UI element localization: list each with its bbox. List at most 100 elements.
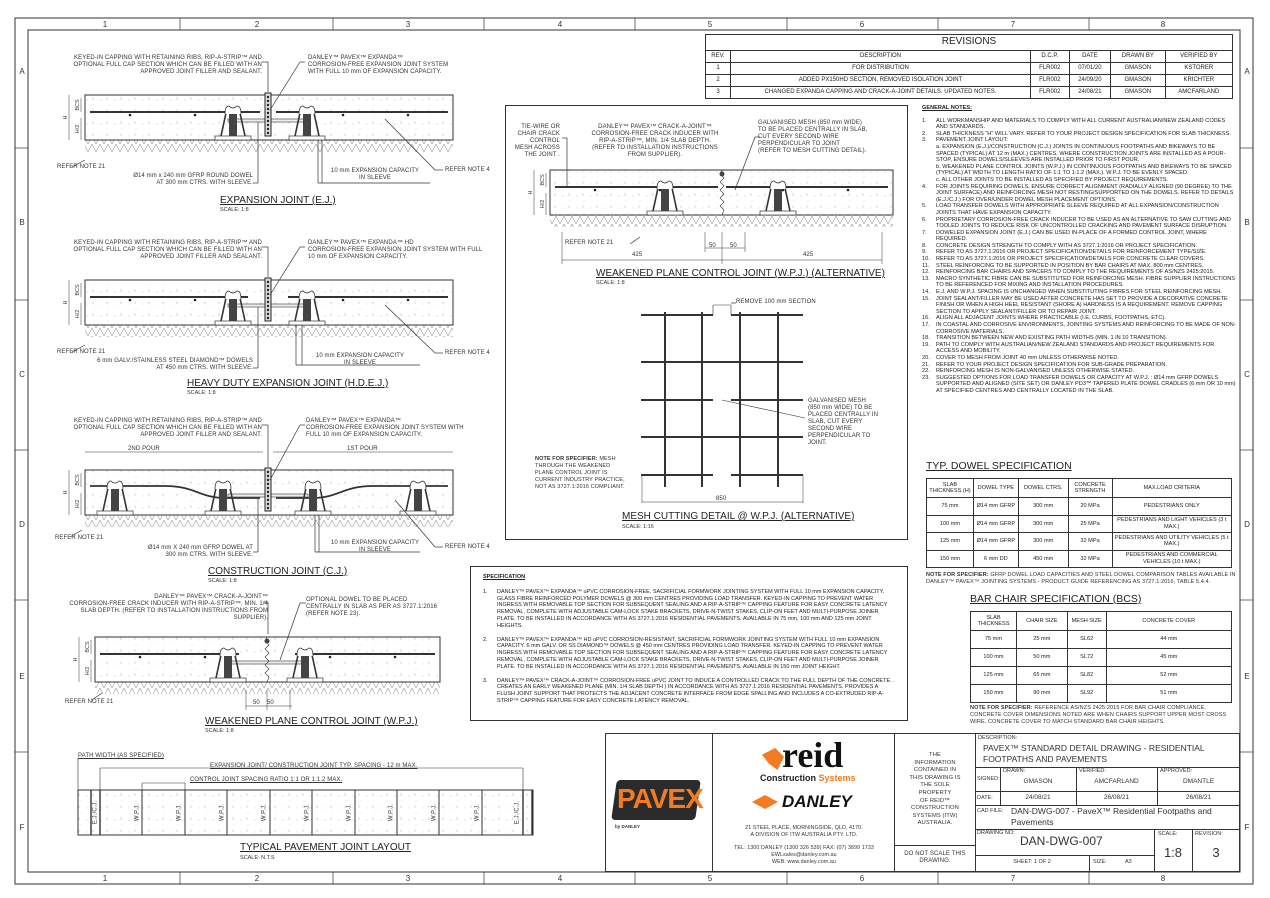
chair-saddle [769, 180, 787, 190]
table-cell: 100 mm [970, 648, 1017, 667]
chair-base-plate [214, 135, 252, 141]
table-header: DOWEL TYPE [972, 478, 1019, 498]
dimension-h2-label: H/2 [75, 310, 81, 319]
chair-saddle [296, 647, 314, 657]
wpj-alt-mesh-label: GALVANISED MESH (850 mm WIDE) TO BE PLAC… [758, 120, 868, 154]
revision-cell: FLR002 [1030, 74, 1070, 87]
expansion-joint-former [264, 92, 272, 137]
note-text: PATH TO COMPLY WITH AUSTRALIAN/NEW ZEALA… [936, 341, 1215, 355]
note-number: 20. [922, 354, 930, 361]
crack-inducer [719, 171, 725, 177]
dimension-bcs-label: BCS [540, 174, 546, 186]
date-label: DATE: [977, 795, 993, 801]
grid-col-label: 6 [859, 20, 865, 29]
bar-chair [286, 647, 324, 683]
specification-item: 1.DANLEY™ PAVEX™ EXPANDA™ uPVC CORROSION… [483, 589, 895, 630]
general-note-item: 15.JOINT SEALANT/FILLER MAY BE USED AFTE… [922, 296, 1237, 316]
spec-number: 2. [483, 636, 488, 643]
crack-inducer [264, 638, 270, 644]
dowel-spec-note: NOTE FOR SPECIFIER: GFRP DOWEL LOAD CAPA… [926, 572, 1236, 586]
grid-col-label: 7 [1010, 874, 1016, 883]
wpj-joint-label: W.P.J. [134, 803, 141, 822]
note-text: TRANSITION BETWEEN NEW AND EXISTING PATH… [936, 335, 1168, 342]
hdej-note4-label: REFER NOTE 4 [445, 350, 490, 356]
table-cell: 6 mm DD [972, 549, 1019, 568]
mesh-wire [406, 113, 410, 117]
layout-title: TYPICAL PAVEMENT JOINT LAYOUT [240, 842, 411, 853]
wpj-joint-label: W.P.J. [346, 803, 353, 822]
grid-row-label: D [19, 520, 25, 529]
dimension-h-label: H [528, 190, 534, 194]
note-text: COVER TO MESH FROM JOINT 40 mm UNLESS OT… [936, 354, 1119, 361]
hdej-dowel-label: 6 mm GALV./STAINLESS STEEL DIAMOND™ DOWE… [97, 358, 253, 371]
wpj-joint-label: W.P.J. [176, 803, 183, 822]
mesh-detail-title: MESH CUTTING DETAIL @ W.P.J. (ALTERNATIV… [622, 511, 855, 522]
layout-ej-spacing: EXPANSION JOINT/ CONSTRUCTION JOINT TYP.… [210, 763, 418, 769]
revisions-header: VERIFIED BY [1164, 50, 1234, 63]
grid-row-label: C [19, 370, 25, 379]
bar-chair [214, 105, 252, 141]
chair-saddle [298, 290, 316, 300]
mesh-specifier-note: NOTE FOR SPECIFIER: MESH THROUGH THE WEA… [535, 456, 625, 491]
ej-capping-label: KEYED-IN CAPPING WITH RETAINING RIBS, RI… [73, 55, 262, 75]
joint-rib [266, 304, 270, 308]
chair-base-plate [288, 135, 326, 141]
wpj-alt-tie-label: TIE-WIRE OR CHAIR CRACK CONTROL MESH ACR… [514, 124, 560, 158]
joint-rib [266, 288, 270, 292]
revision-cell: GMASON [1110, 74, 1166, 87]
company-address: 21 STEEL PLACE, MORNINGSIDE, QLD, 4170. … [745, 825, 863, 838]
table-cell: 75 mm [970, 630, 1017, 649]
revision-cell: 1 [705, 62, 731, 75]
table-cell: 150 mm [970, 684, 1017, 703]
approved-label: APPROVED: [1160, 768, 1193, 774]
note-label: NOTE FOR SPECIFIER: [535, 456, 598, 462]
table-cell: 300 mm [1017, 497, 1069, 516]
approved-by: DMANTLE [1182, 778, 1215, 785]
chair-post [224, 655, 232, 678]
layout-path-width: PATH WIDTH (AS SPECIFIED) [78, 753, 164, 759]
general-note-item: b. WEAKENED PLANE CONTROL JOINTS (W.P.J.… [922, 164, 1237, 177]
ej-dowel-label: Ø14 mm x 240 mm GFRP ROUND DOWEL AT 300 … [133, 173, 253, 186]
grid-row-label: A [19, 67, 25, 76]
general-note-item: 17.IN COASTAL AND CORROSIVE ENVIRONMENTS… [922, 322, 1237, 335]
chair-post [774, 188, 782, 211]
joint-rib [266, 131, 270, 135]
bar-chair [96, 480, 134, 516]
note-text: MACRO SYNTHETIC FIBRE CAN BE SUBSTITUTED… [936, 275, 1235, 289]
table-cell: 450 mm [1017, 549, 1069, 568]
dimension-bcs-label: BCS [75, 99, 81, 111]
note-text: REFER TO YOUR PROJECT DESIGN SPECIFICATI… [936, 361, 1167, 368]
grid-col-label: 1 [102, 874, 108, 883]
chair-base-plate [294, 510, 332, 516]
general-note-item: 23.SUGGESTED OPTIONS FOR LOAD TRANSFER D… [922, 375, 1237, 395]
leader-line [269, 246, 301, 296]
grid-col-label: 8 [1160, 874, 1166, 883]
leader-line [269, 424, 301, 481]
note-number: 9. [922, 249, 927, 256]
chair-base-plate [204, 510, 242, 516]
note-number: 6. [922, 216, 927, 223]
table-cell: 51 mm [1105, 684, 1233, 703]
note-number: 8. [922, 242, 927, 249]
revisions-header: DESCRIPTION [730, 50, 1031, 63]
general-note-item: 22.REINFORCING MESH IS NON-GALVANISED UN… [922, 368, 1237, 375]
cj-pour2-label: 2ND POUR [128, 446, 160, 452]
grid-col-label: 4 [557, 20, 563, 29]
general-note-item: 12.REINFORCING BAR CHAIRS AND SPACERS TO… [922, 269, 1237, 276]
revision-cell: 07/01/20 [1068, 62, 1112, 75]
note-text: MESH THROUGH THE WEAKENED PLANE CONTROL … [535, 456, 625, 490]
general-note-item: 16.ALIGN ALL ADJACENT JOINTS WHERE PRACT… [922, 315, 1237, 322]
grid-col-label: 5 [707, 20, 713, 29]
table-cell: 300 mm [1017, 532, 1069, 551]
bar-chair [646, 180, 684, 216]
mesh-remove-label: REMOVE 100 mm SECTION [736, 299, 816, 305]
revisions-title: REVISIONS [705, 34, 1233, 51]
grid-row-label: B [19, 218, 25, 227]
note-text: DOWELED EXPANSION JOINT (E.J.) CAN BE US… [936, 229, 1207, 243]
table-cell: 300 mm [1017, 514, 1069, 533]
table-cell: PEDESTRIANS AND LIGHT VEHICLES (3 t MAX.… [1111, 514, 1233, 533]
table-cell: 44 mm [1105, 630, 1233, 649]
joint-rib [266, 494, 270, 498]
note-number: 21. [922, 361, 930, 368]
